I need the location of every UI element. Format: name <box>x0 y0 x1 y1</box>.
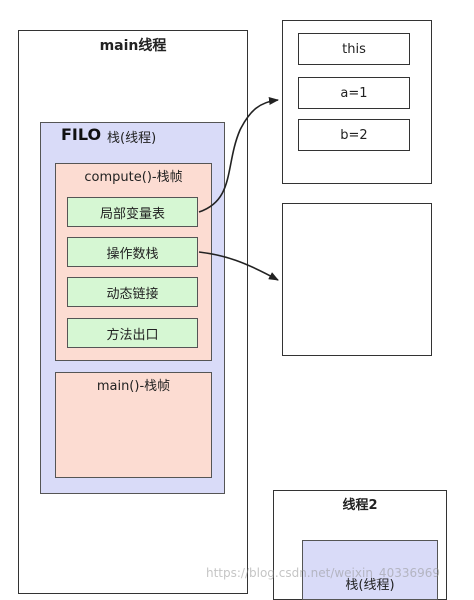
main-thread-title: main线程 <box>99 38 167 54</box>
variable-cell-b: b=2 <box>298 119 410 151</box>
method-exit-slot: 方法出口 <box>67 318 198 348</box>
local-variable-table-slot: 局部变量表 <box>67 197 198 227</box>
thread2-title: 线程2 <box>342 498 378 513</box>
filo-label: FILO <box>61 125 102 144</box>
compute-frame-label: compute()-栈帧 <box>84 170 183 185</box>
variable-cell-this: this <box>298 33 410 65</box>
dynamic-linking-slot: 动态链接 <box>67 277 198 307</box>
stack-label: 栈(线程) <box>107 131 157 146</box>
main-frame-label: main()-栈帧 <box>96 379 171 394</box>
operand-stack-slot: 操作数栈 <box>67 237 198 267</box>
thread2-stack: 栈(线程) <box>302 540 438 600</box>
arrow-to-locals <box>198 97 279 213</box>
main-stack-frame: main()-栈帧 <box>55 372 212 478</box>
arrow-to-operand-stack <box>198 251 279 281</box>
variable-cell-a: a=1 <box>298 77 410 109</box>
thread2-stack-label: 栈(线程) <box>345 578 395 593</box>
watermark: https://blog.csdn.net/weixin_40336969 <box>206 566 441 580</box>
operand-stack-box <box>282 203 432 356</box>
